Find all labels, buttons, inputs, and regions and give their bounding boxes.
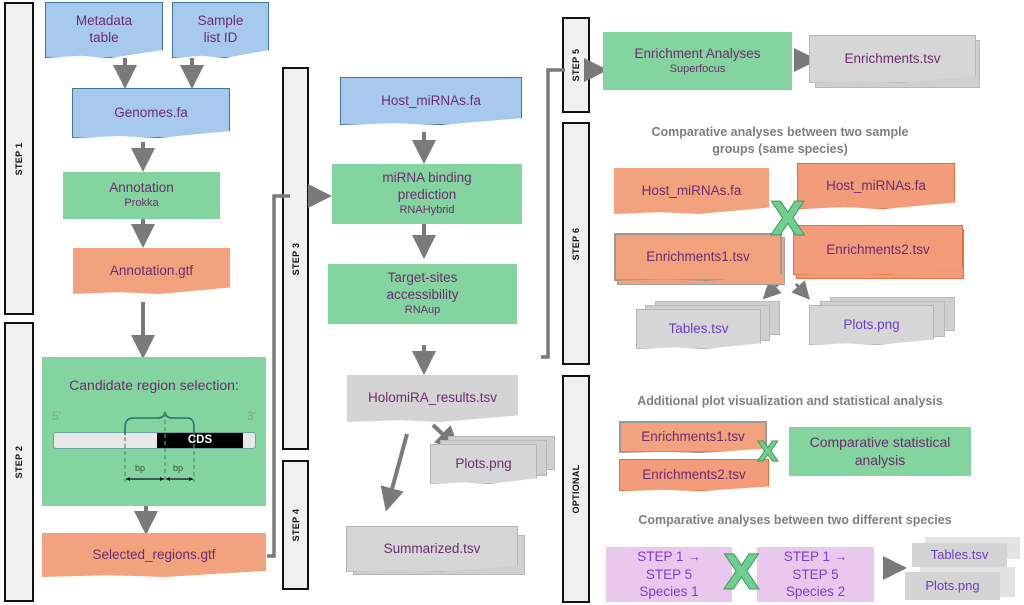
step5-label-bar: STEP 5 — [562, 17, 590, 113]
optional-tables-node[interactable]: Tables.tsv — [912, 543, 1007, 567]
step6-heading-line2: groups (same species) — [712, 141, 848, 156]
genomes-label: Genomes.fa — [114, 104, 188, 120]
step6-heading: Comparative analyses between two sample … — [600, 124, 960, 158]
five-prime-label: 5' — [52, 409, 61, 423]
target-tool: RNAup — [404, 304, 441, 316]
species2-line2: STEP 5 — [792, 566, 839, 582]
genomes-node[interactable]: Genomes.fa — [72, 88, 230, 138]
holomira-results-node[interactable]: HolomiRA_results.tsv — [347, 375, 518, 422]
optional-enrich1-node[interactable]: Enrichments1.tsv — [619, 421, 767, 453]
optional-label-bar: OPTIONAL — [562, 375, 590, 603]
step6-host1-node[interactable]: Host_miRNAs.fa — [614, 168, 769, 214]
step2-label: STEP 2 — [14, 445, 24, 479]
target-line1: Target-sites — [387, 270, 458, 286]
binding-prediction-node[interactable]: miRNA binding prediction RNAHybrid — [332, 164, 522, 224]
metadata-line1: Metadata — [75, 13, 133, 29]
optional-enrich2-label: Enrichments2.tsv — [642, 466, 746, 482]
selected-regions-node[interactable]: Selected_regions.gtf — [42, 533, 266, 577]
step6-label: STEP 6 — [571, 227, 581, 260]
enrichment-analyses-node[interactable]: Enrichment Analyses Superfocus — [603, 32, 792, 90]
host-mirnas-label: Host_miRNAs.fa — [381, 92, 481, 108]
step3-label-bar: STEP 3 — [282, 67, 309, 450]
step4-plots-node[interactable]: Plots.png — [430, 444, 537, 484]
step6-plots-node[interactable]: Plots.png — [809, 305, 934, 345]
species2-line1: STEP 1 → — [783, 549, 848, 565]
summarized-label: Summarized.tsv — [383, 540, 481, 556]
enrichments-label: Enrichments.tsv — [844, 50, 941, 66]
step6-host2-label: Host_miRNAs.fa — [826, 177, 926, 193]
step6-enrich1-node[interactable]: Enrichments1.tsv — [614, 233, 782, 281]
region-bracket — [124, 411, 195, 482]
step5-label: STEP 5 — [571, 48, 581, 82]
step6-enrich2-node[interactable]: Enrichments2.tsv — [793, 225, 963, 275]
step4-label-bar: STEP 4 — [282, 460, 309, 590]
step6-host2-node[interactable]: Host_miRNAs.fa — [797, 163, 955, 209]
metadata-line2: table — [89, 30, 119, 45]
step6-tables-label: Tables.tsv — [668, 320, 729, 336]
optional-plots-label: Plots.png — [925, 577, 980, 593]
species2-node[interactable]: STEP 1 → STEP 5 Species 2 — [757, 547, 874, 602]
step6-plots-label: Plots.png — [843, 316, 900, 332]
comparative-statistical-node[interactable]: Comparative statistical analysis — [789, 427, 971, 476]
sample-line2: list ID — [203, 30, 238, 45]
step6-heading-line1: Comparative analyses between two sample — [651, 125, 909, 139]
bp-right-label: bp — [173, 463, 184, 473]
step6-enrich2-label: Enrichments2.tsv — [826, 241, 930, 257]
step6-host1-label: Host_miRNAs.fa — [641, 182, 742, 198]
species1-line1: STEP 1 → — [637, 549, 701, 565]
annotation-gtf-label: Annotation.gtf — [109, 262, 194, 278]
candidate-title: Candidate region selection: — [69, 377, 239, 393]
compare-cross-icon: X — [769, 192, 806, 246]
metadata-table-node[interactable]: Metadata table — [45, 2, 163, 58]
optional-enrich1-label: Enrichments1.tsv — [641, 428, 745, 444]
enrichment-tool: Superfocus — [669, 62, 726, 75]
arrow-to-tables — [762, 280, 782, 300]
species-cross-icon: X — [722, 545, 761, 601]
species1-line2: STEP 5 — [645, 566, 693, 582]
species1-line3: Species 1 — [639, 584, 699, 600]
optional-enrich2-node[interactable]: Enrichments2.tsv — [619, 459, 769, 491]
stat-line2: analysis — [854, 451, 906, 468]
annotation-node[interactable]: Annotation Prokka — [63, 172, 220, 219]
step2-label-bar: STEP 2 — [4, 322, 34, 602]
three-prime-label: 3' — [247, 409, 256, 423]
binding-line1: miRNA binding — [382, 170, 472, 186]
holomira-results-label: HolomiRA_results.tsv — [367, 390, 498, 406]
arrow-results-summarized — [380, 433, 409, 512]
step6-enrich1-label: Enrichments1.tsv — [646, 248, 750, 264]
species2-line3: Species 2 — [785, 584, 846, 600]
step3-label: STEP 3 — [290, 242, 301, 275]
candidate-region-node[interactable]: Candidate region selection: 5' 3' CDS bp… — [42, 357, 266, 506]
summarized-node[interactable]: Summarized.tsv — [346, 526, 518, 572]
step4-label: STEP 4 — [290, 508, 301, 542]
step6-tables-node[interactable]: Tables.tsv — [636, 309, 761, 349]
annotation-tool: Prokka — [124, 197, 159, 210]
arrow-to-plots — [791, 280, 810, 300]
annotation-gtf-node[interactable]: Annotation.gtf — [73, 248, 230, 294]
optional-tables-label: Tables.tsv — [930, 546, 989, 562]
bp-left-label: bp — [135, 463, 146, 473]
optional-cross-icon: X — [757, 435, 780, 468]
step6-label-bar: STEP 6 — [562, 122, 590, 365]
optional-heading1: Additional plot visualization and statis… — [637, 394, 943, 408]
selected-regions-label: Selected_regions.gtf — [92, 546, 216, 562]
binding-tool: RNAHybrid — [399, 204, 455, 216]
host-mirnas-node[interactable]: Host_miRNAs.fa — [340, 77, 522, 125]
optional-plots-node[interactable]: Plots.png — [905, 572, 1000, 600]
step1-label-bar: STEP 1 — [4, 2, 34, 315]
stat-line1: Comparative statistical — [809, 434, 951, 450]
enrichment-title: Enrichment Analyses — [634, 45, 761, 61]
annotation-title: Annotation — [109, 180, 174, 196]
sample-list-node[interactable]: Sample list ID — [172, 2, 269, 58]
species1-node[interactable]: STEP 1 → STEP 5 Species 1 — [606, 547, 732, 602]
sample-line1: Sample — [197, 13, 244, 29]
optional-heading2: Comparative analyses between two differe… — [638, 513, 952, 527]
step4-plots-label: Plots.png — [455, 455, 512, 471]
step1-label: STEP 1 — [14, 142, 24, 175]
target-line2: accessibility — [386, 287, 459, 303]
binding-line2: prediction — [397, 187, 457, 203]
target-accessibility-node[interactable]: Target-sites accessibility RNAup — [328, 264, 517, 324]
optional-label: OPTIONAL — [571, 464, 581, 514]
enrichments-node[interactable]: Enrichments.tsv — [809, 35, 976, 83]
